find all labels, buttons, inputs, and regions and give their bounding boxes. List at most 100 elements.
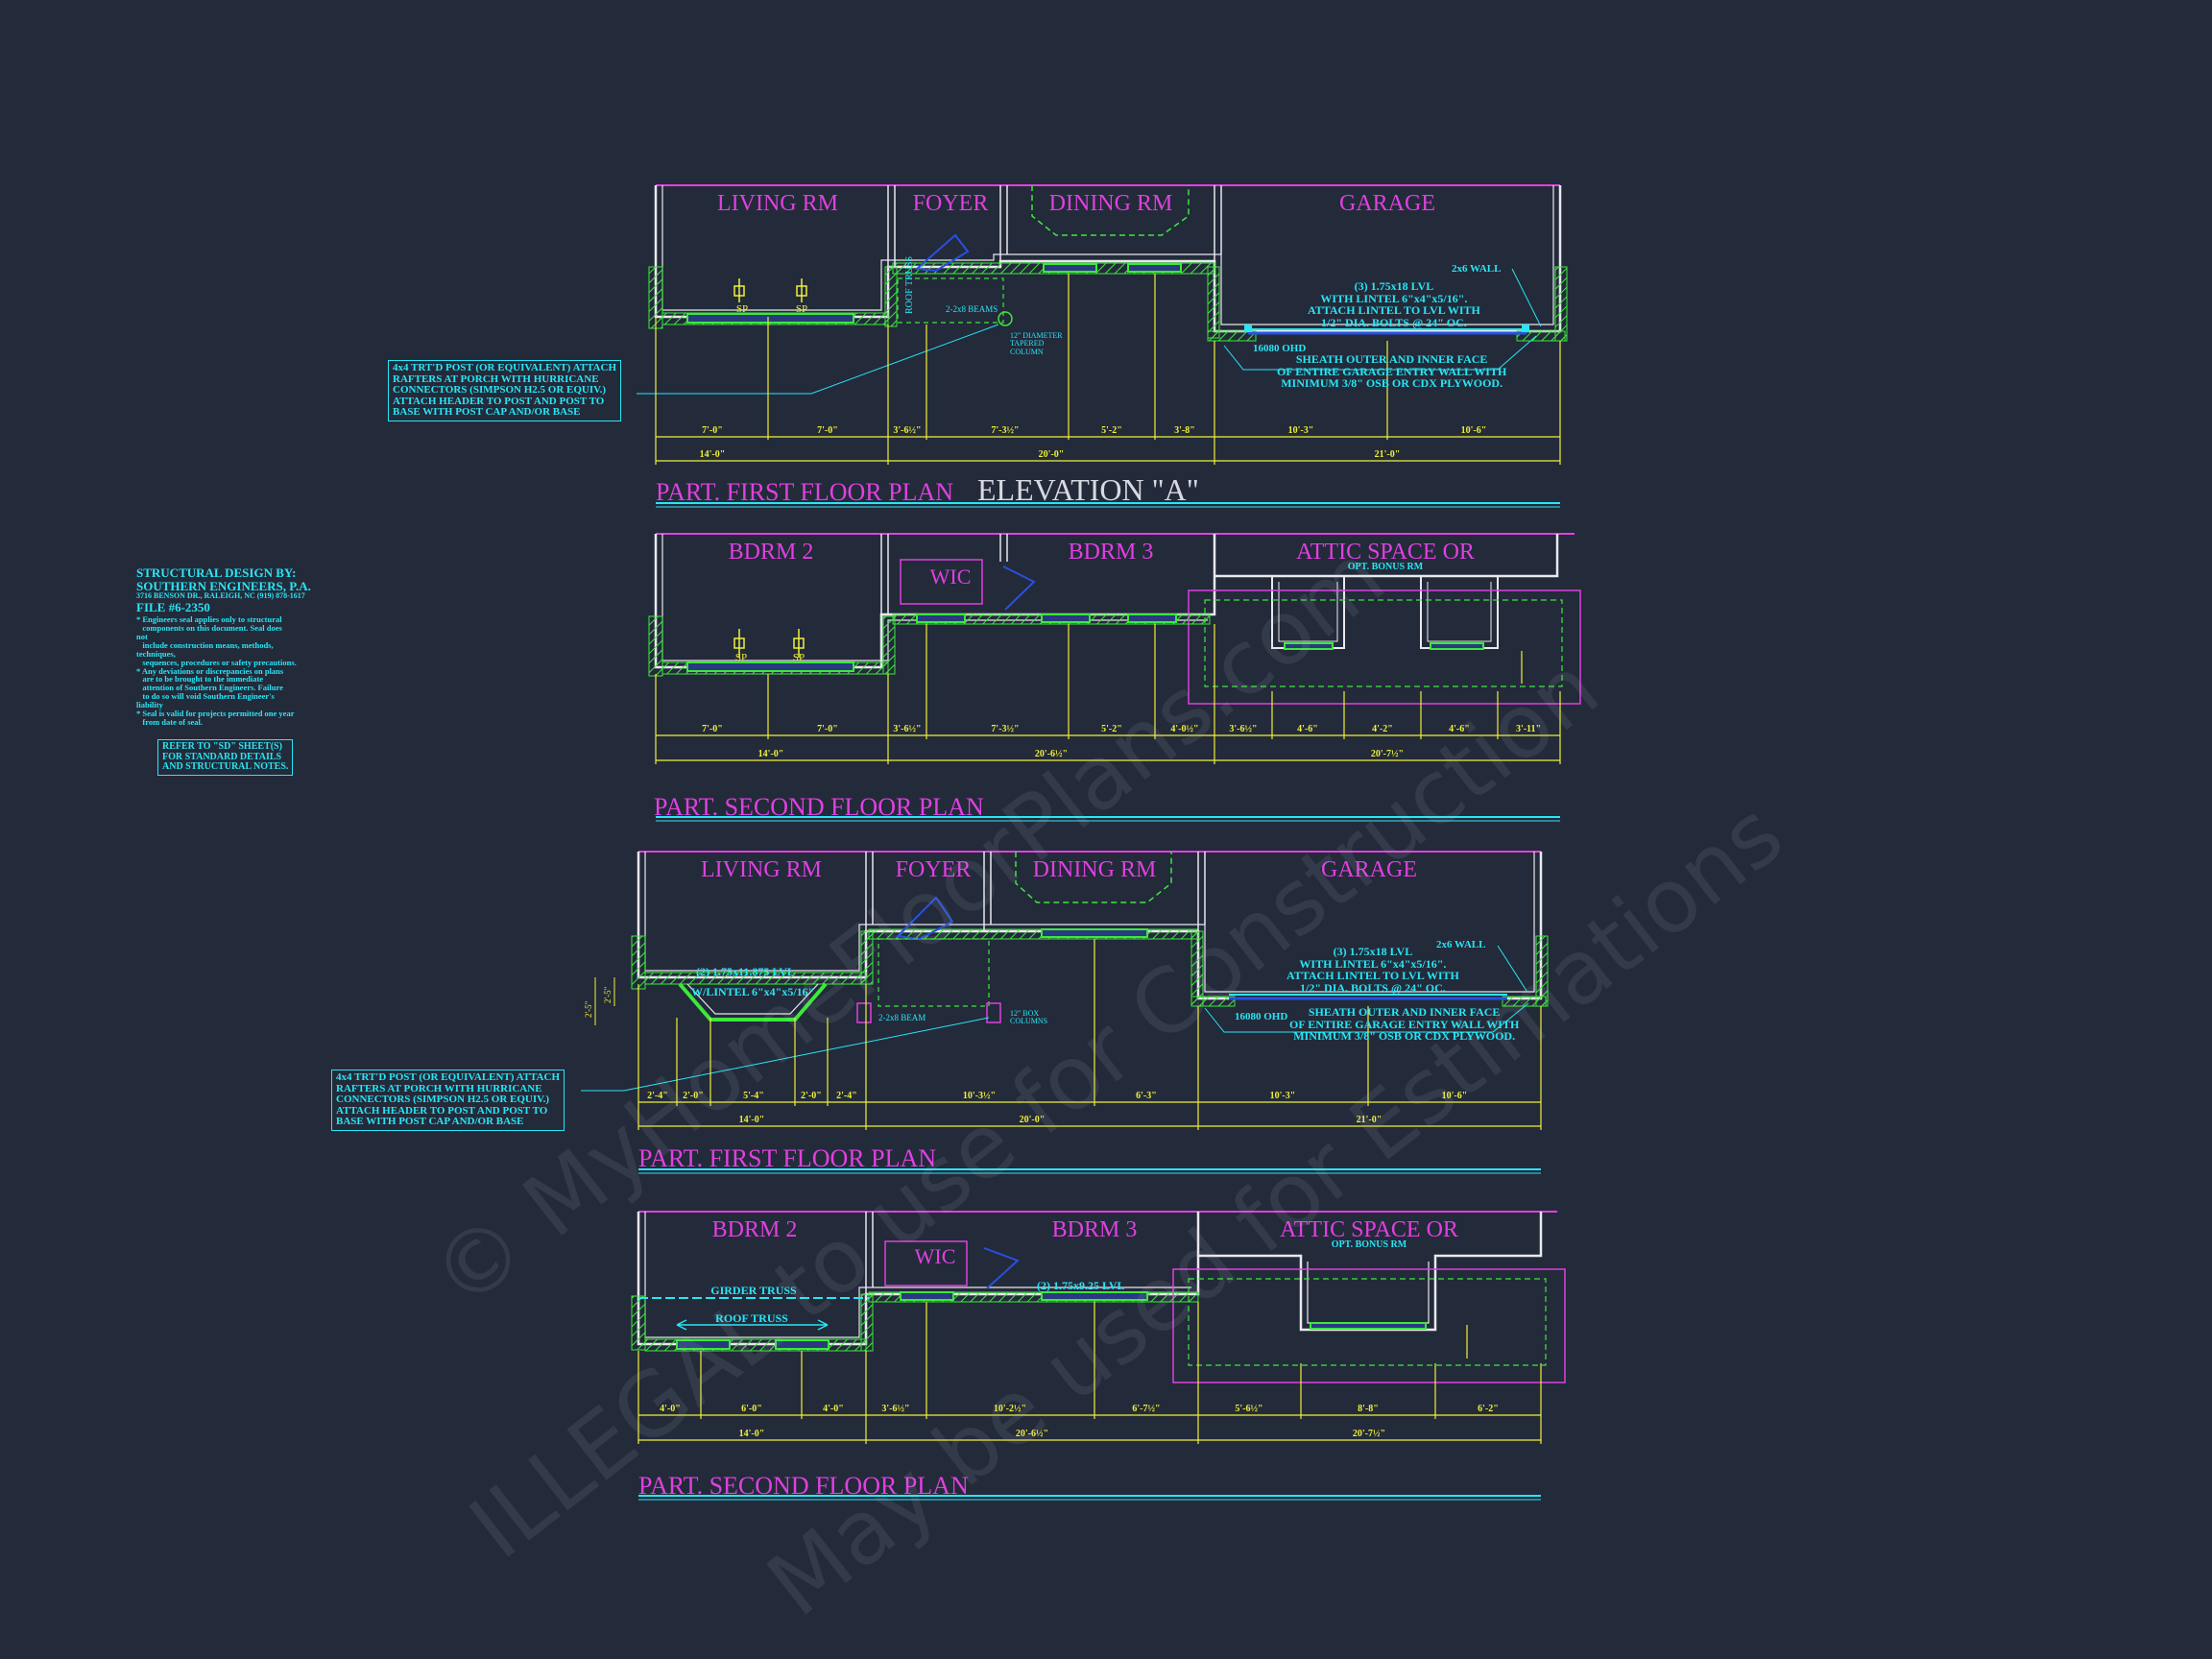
dimension-label: 5'-2" — [1101, 425, 1122, 436]
dimension-label: 21'-0" — [1357, 1115, 1382, 1125]
panel-title: PART. FIRST FLOOR PLAN — [638, 1144, 936, 1172]
headers — [676, 1291, 1427, 1350]
porch-note-2: 4x4 TRT'D POST (OR EQUIVALENT) ATTACH RA… — [331, 1070, 565, 1131]
dimension-label: 5'-2" — [1101, 724, 1122, 734]
girder-truss-label: GIRDER TRUSS — [710, 1284, 797, 1297]
lintel-label: W/LINTEL 6"x4"x5/16" — [691, 985, 814, 998]
roof-truss-label: ROOF TRUSS — [715, 1311, 788, 1325]
panel-first-floor-b: 2'-5" 2'-5" LIVING RM FOYER DINING RM GA… — [581, 851, 1549, 1174]
bay-window — [678, 982, 828, 1022]
porch-dim: 2'-5" — [603, 986, 613, 1003]
column-marker — [998, 311, 1013, 326]
dimension-label: 4'-6" — [1449, 724, 1470, 734]
dimension-label: 14'-0" — [758, 749, 784, 759]
dimension-label: 4'-0" — [823, 1404, 844, 1414]
wic-outline — [884, 1240, 968, 1286]
dining-header — [1041, 928, 1148, 938]
dimension-label: 3'-6½" — [881, 1404, 909, 1414]
dimension-lines — [637, 939, 1542, 1130]
dimension-label: 4'-6" — [1297, 724, 1318, 734]
dimension-lines — [655, 624, 1561, 764]
dimension-label: 4'-0" — [660, 1404, 681, 1414]
wic-door — [1002, 565, 1036, 611]
interior-partitions — [865, 852, 1206, 931]
headers — [686, 613, 1484, 672]
dimension-label: 20'-7½" — [1353, 1429, 1385, 1439]
attic-kneewall — [1214, 575, 1557, 649]
room-label-living: LIVING RM — [717, 191, 838, 216]
room-label-dining: DINING RM — [1033, 857, 1157, 882]
room-label-foyer: FOYER — [896, 857, 972, 882]
structural-posts — [733, 629, 805, 658]
room-label-bdrm2: BDRM 2 — [712, 1217, 798, 1242]
dimension-label: 4'-2" — [1372, 724, 1393, 734]
sheath-note-2: SHEATH OUTER AND INNER FACE OF ENTIRE GA… — [1289, 1005, 1520, 1044]
ohd-label: 16080 OHD — [1253, 343, 1306, 354]
porch-beam-outline — [878, 938, 990, 1007]
dimension-label: 10'-3" — [1270, 1091, 1296, 1101]
dimension-label: 6'-0" — [741, 1404, 762, 1414]
column-note-2: 12" BOX COLUMNS — [1010, 1009, 1048, 1026]
dimension-label: 20'-6½" — [1035, 749, 1068, 759]
bonus-room-dashed — [1188, 1278, 1547, 1366]
dimension-label: 3'-11" — [1516, 724, 1541, 734]
dimension-label: 20'-7½" — [1371, 749, 1404, 759]
dimension-label: 14'-0" — [739, 1429, 765, 1439]
dimension-label: 6'-3" — [1136, 1091, 1157, 1101]
dimension-labels: 7'-0" 7'-0" 3'-6½" 7'-3½" 5'-2" 3'-8" 10'-3" 10… — [647, 425, 1541, 1439]
leader-lines — [637, 268, 1542, 395]
dimension-label: 3'-6½" — [893, 425, 921, 436]
room-label-attic: ATTIC SPACE OR — [1296, 540, 1475, 565]
room-label-garage: GARAGE — [1321, 857, 1417, 882]
dimension-lines — [637, 1302, 1542, 1444]
dimension-label: 10'-3½" — [963, 1091, 996, 1101]
bonus-room-outline — [1172, 1268, 1566, 1383]
dimension-label: 7'-0" — [817, 425, 838, 436]
beam-label: 2-2x8 BEAM — [878, 1013, 926, 1022]
room-label-bonus: OPT. BONUS RM — [1348, 562, 1424, 572]
dimension-label: 10'-6" — [1442, 1091, 1468, 1101]
dimension-label: 7'-3½" — [991, 724, 1019, 734]
dimension-label: 5'-4" — [743, 1091, 764, 1101]
room-label-bdrm2: BDRM 2 — [729, 540, 814, 565]
room-label-wic: WIC — [915, 1244, 956, 1268]
bay-window-inner — [686, 983, 819, 1015]
room-label-garage: GARAGE — [1339, 191, 1435, 216]
panel-title: PART. SECOND FLOOR PLAN — [654, 793, 984, 821]
dimension-label: 2'-0" — [683, 1091, 704, 1101]
dimension-lines — [655, 274, 1561, 465]
sp-label: SP — [736, 303, 748, 315]
sheath-note-1: SHEATH OUTER AND INNER FACE OF ENTIRE GA… — [1277, 352, 1507, 391]
interior-partitions — [865, 1212, 874, 1294]
headers — [686, 263, 1527, 335]
panel-second-floor-b: BDRM 2 BDRM 3 ATTIC SPACE OR OPT. BONUS … — [631, 1211, 1566, 1501]
room-label-wic: WIC — [930, 565, 972, 589]
garage-lvl-note-2: (3) 1.75x18 LVL WITH LINTEL 6"x4"x5/16".… — [1286, 945, 1459, 995]
sp-label: SP — [735, 652, 747, 663]
dimension-label: 3'-6½" — [893, 724, 921, 734]
porch-dims — [594, 977, 615, 1025]
bay-window-outline — [1031, 185, 1190, 236]
exterior-wall-inner — [644, 852, 1535, 993]
sp-label: SP — [796, 303, 807, 315]
wall-2x6-label: 2x6 WALL — [1436, 939, 1485, 950]
room-label-bonus: OPT. BONUS RM — [1332, 1239, 1407, 1250]
elevation-label: ELEVATION "A" — [977, 472, 1199, 507]
room-label-attic: ATTIC SPACE OR — [1280, 1217, 1458, 1242]
porch-beam-outline — [897, 277, 1004, 324]
dimension-label: 3'-8" — [1174, 425, 1195, 436]
dimension-label: 14'-0" — [739, 1115, 765, 1125]
room-label-bdrm3: BDRM 3 — [1069, 540, 1154, 565]
room-label-bdrm3: BDRM 3 — [1052, 1217, 1138, 1242]
dimension-label: 7'-0" — [702, 425, 723, 436]
garage-lvl-note-1: (3) 1.75x18 LVL WITH LINTEL 6"x4"x5/16".… — [1308, 279, 1480, 329]
foyer-stair — [914, 233, 970, 273]
dimension-label: 6'-7½" — [1132, 1404, 1160, 1414]
porch-dim: 2'-5" — [584, 1000, 593, 1018]
column-note-1: 12" DIAMETER TAPERED COLUMN — [1010, 331, 1063, 356]
engineer-file: FILE #6-2350 — [136, 600, 210, 614]
room-label-living: LIVING RM — [701, 857, 822, 882]
lvl-bdrm-label: (2) 1.75x9.25 LVL — [1037, 1279, 1125, 1292]
panel-second-floor-a: BDRM 2 BDRM 3 ATTIC SPACE OR OPT. BONUS … — [648, 533, 1581, 822]
sp-label: SP — [793, 652, 805, 663]
